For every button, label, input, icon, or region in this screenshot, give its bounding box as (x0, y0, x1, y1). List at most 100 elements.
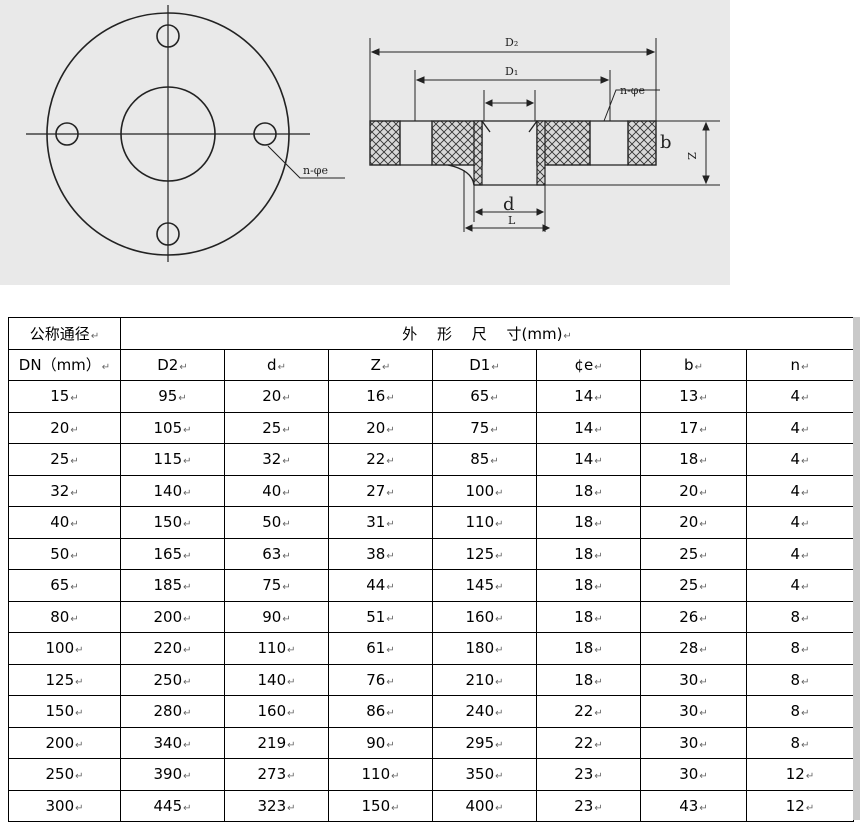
table-cell: 18↵ (536, 537, 641, 570)
table-cell: 8↵ (746, 600, 854, 633)
table-cell: 14↵ (536, 411, 641, 444)
column-header: ¢e↵ (536, 348, 641, 381)
table-cell: 32↵ (8, 474, 121, 507)
table-cell: 30↵ (640, 726, 747, 759)
table-row: 32↵140↵40↵27↵100↵18↵20↵4↵ (8, 474, 854, 507)
table-row: 150↵280↵160↵86↵240↵22↵30↵8↵ (8, 695, 854, 728)
table-cell: 20↵ (8, 411, 121, 444)
table-cell: 31↵ (328, 506, 433, 539)
table-row: 25↵115↵32↵22↵85↵14↵18↵4↵ (8, 443, 854, 476)
table-cell: 14↵ (536, 443, 641, 476)
table-cell: 18↵ (536, 663, 641, 696)
table-cell: 4↵ (746, 537, 854, 570)
table-cell: 350↵ (432, 758, 537, 791)
table-cell: 95↵ (120, 380, 225, 413)
table-cell: 75↵ (224, 569, 329, 602)
table-cell: 18↵ (536, 600, 641, 633)
table-cell: 50↵ (8, 537, 121, 570)
table-cell: 18↵ (536, 569, 641, 602)
table-cell: 16↵ (328, 380, 433, 413)
table-cell: 25↵ (640, 569, 747, 602)
label-d2: D₂ (505, 36, 518, 49)
table-row: 80↵200↵90↵51↵160↵18↵26↵8↵ (8, 600, 854, 633)
hub-fillet (447, 164, 475, 186)
table-cell: 27↵ (328, 474, 433, 507)
table-cell: 165↵ (120, 537, 225, 570)
table-cell: 210↵ (432, 663, 537, 696)
table-cell: 160↵ (432, 600, 537, 633)
table-cell: 18↵ (536, 474, 641, 507)
table-cell: 20↵ (640, 474, 747, 507)
column-header: n↵ (746, 348, 854, 381)
table-cell: 23↵ (536, 758, 641, 791)
table-cell: 240↵ (432, 695, 537, 728)
table-cell: 25↵ (640, 537, 747, 570)
table-cell: 22↵ (536, 726, 641, 759)
label-b: b (660, 132, 672, 153)
table-cell: 75↵ (432, 411, 537, 444)
table-cell: 4↵ (746, 474, 854, 507)
column-header: D2↵ (120, 348, 225, 381)
table-cell: 340↵ (120, 726, 225, 759)
table-cell: 100↵ (432, 474, 537, 507)
header-outer-dimensions: 外 形 尺 寸(mm)↵ (120, 317, 854, 350)
table-cell: 125↵ (432, 537, 537, 570)
column-header: Z↵ (328, 348, 433, 381)
table-cell: 145↵ (432, 569, 537, 602)
label-l: L (508, 214, 516, 227)
table-cell: 250↵ (120, 663, 225, 696)
table-cell: 300↵ (8, 789, 121, 822)
table-cell: 150↵ (120, 506, 225, 539)
table-cell: 280↵ (120, 695, 225, 728)
table-row: 100↵220↵110↵61↵180↵18↵28↵8↵ (8, 632, 854, 665)
table-cell: 18↵ (536, 632, 641, 665)
table-cell: 140↵ (120, 474, 225, 507)
table-row: 65↵185↵75↵44↵145↵18↵25↵4↵ (8, 569, 854, 602)
section-band-4 (627, 120, 657, 166)
table-cell: 61↵ (328, 632, 433, 665)
table-cell: 180↵ (432, 632, 537, 665)
table-cell: 20↵ (328, 411, 433, 444)
label-d1: D₁ (505, 65, 518, 78)
table-cell: 25↵ (8, 443, 121, 476)
table-cell: 32↵ (224, 443, 329, 476)
table-cell: 26↵ (640, 600, 747, 633)
table-cell: 390↵ (120, 758, 225, 791)
table-cell: 14↵ (536, 380, 641, 413)
flange-front-view (26, 5, 345, 262)
table-cell: 50↵ (224, 506, 329, 539)
table-cell: 51↵ (328, 600, 433, 633)
table-cell: 25↵ (224, 411, 329, 444)
table-body: 15↵95↵20↵16↵65↵14↵13↵4↵20↵105↵25↵20↵75↵1… (8, 380, 854, 822)
table-row: 40↵150↵50↵31↵110↵18↵20↵4↵ (8, 506, 854, 539)
table-cell: 4↵ (746, 443, 854, 476)
label-d: d (503, 194, 515, 215)
label-z: Z (685, 152, 698, 160)
header-nominal-diameter: 公称通径↵ (8, 317, 121, 350)
table-row: 250↵390↵273↵110↵350↵23↵30↵12↵ (8, 758, 854, 791)
table-cell: 400↵ (432, 789, 537, 822)
table-cell: 90↵ (328, 726, 433, 759)
table-cell: 20↵ (224, 380, 329, 413)
table-cell: 86↵ (328, 695, 433, 728)
table-cell: 38↵ (328, 537, 433, 570)
column-header: d↵ (224, 348, 329, 381)
table-cell: 22↵ (328, 443, 433, 476)
table-cell: 63↵ (224, 537, 329, 570)
table-cell: 140↵ (224, 663, 329, 696)
table-cell: 18↵ (640, 443, 747, 476)
table-cell: 185↵ (120, 569, 225, 602)
table-cell: 12↵ (746, 758, 854, 791)
table-cell: 200↵ (120, 600, 225, 633)
table-cell: 150↵ (8, 695, 121, 728)
table-header-row-1: 公称通径↵ 外 形 尺 寸(mm)↵ (8, 317, 854, 350)
table-cell: 110↵ (224, 632, 329, 665)
table-cell: 13↵ (640, 380, 747, 413)
table-cell: 85↵ (432, 443, 537, 476)
table-cell: 23↵ (536, 789, 641, 822)
table-cell: 220↵ (120, 632, 225, 665)
table-cell: 43↵ (640, 789, 747, 822)
page-right-edge (853, 317, 860, 820)
table-cell: 323↵ (224, 789, 329, 822)
table-header-row-2: DN（mm）↵ D2↵d↵Z↵D1↵¢e↵b↵n↵ (8, 348, 854, 381)
